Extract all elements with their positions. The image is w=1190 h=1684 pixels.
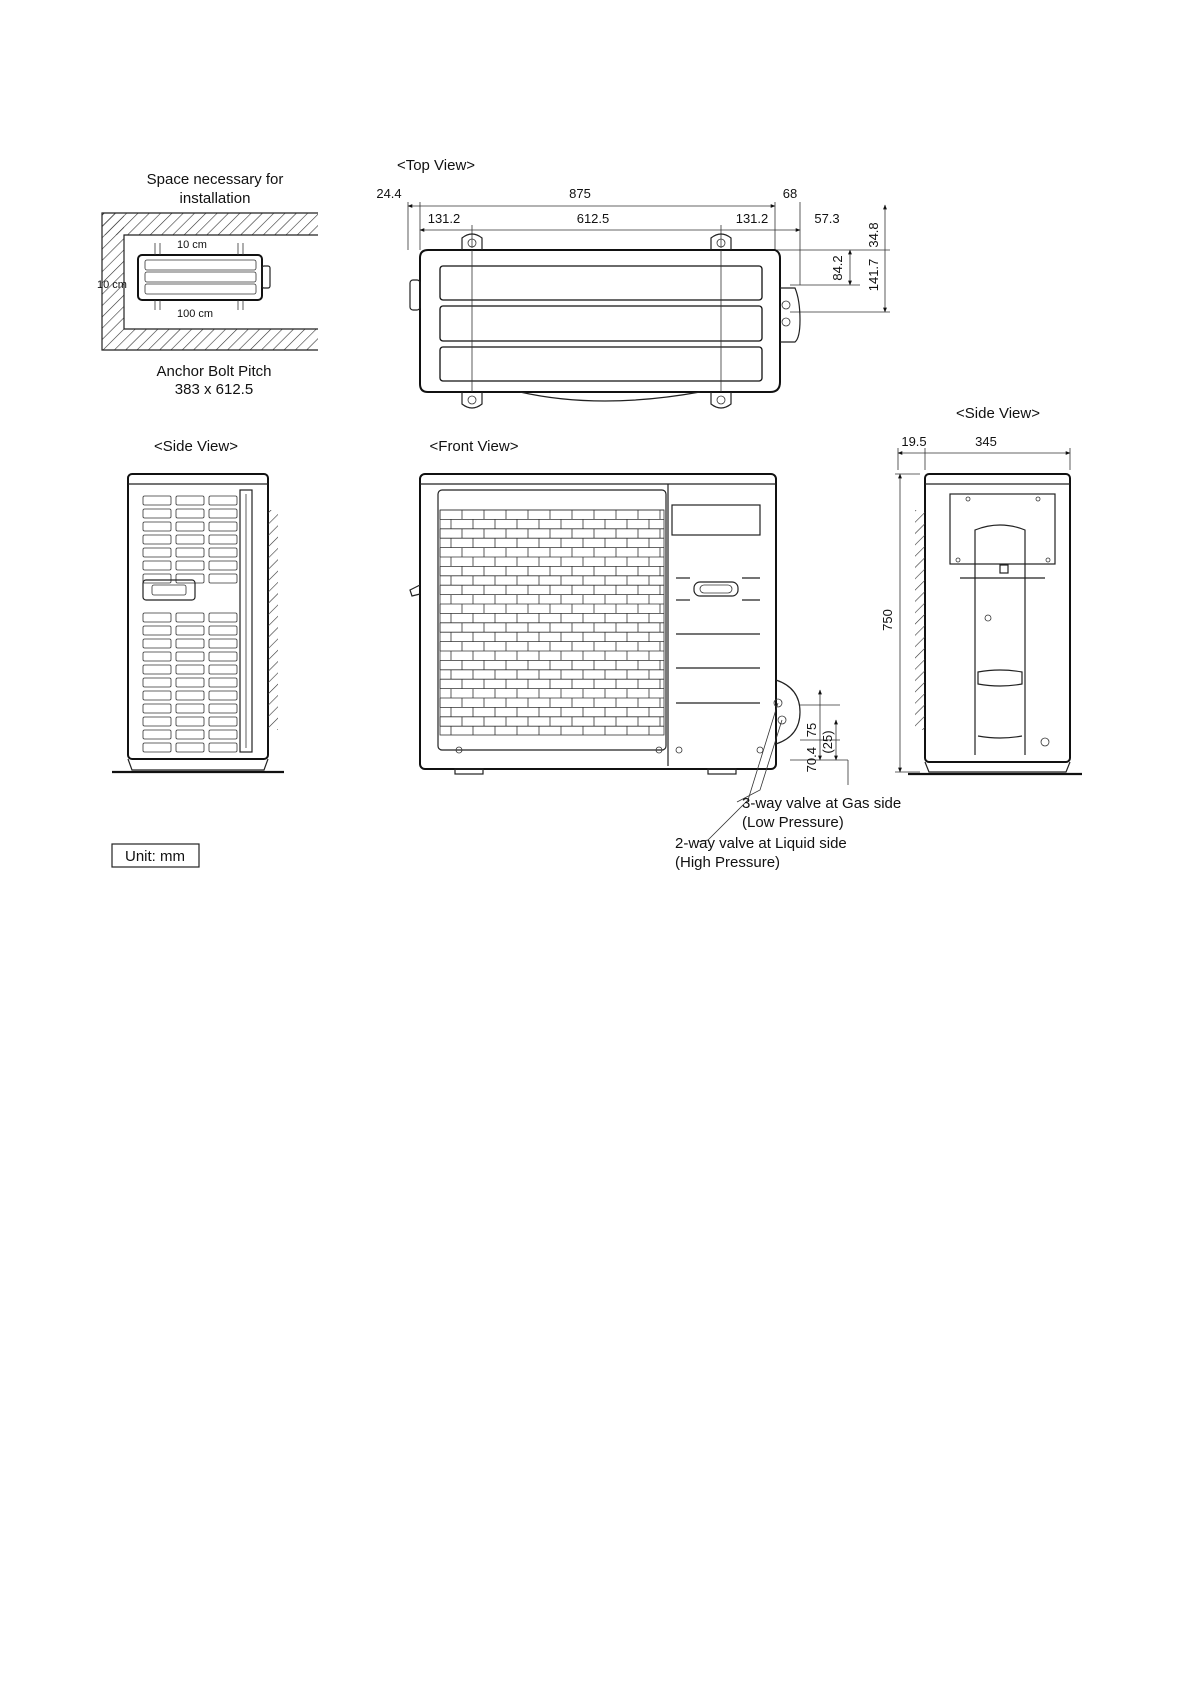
- installation-space-diagram: Space necessary for installation 10 cm 1…: [97, 171, 318, 398]
- dim-height: 750: [880, 609, 895, 631]
- unit-legend: Unit: mm: [112, 844, 199, 867]
- dim-v-total: 141.7: [866, 259, 881, 292]
- dim-right-pitch: 131.2: [736, 211, 769, 226]
- side-view-left-body: [128, 474, 268, 759]
- anchor-title: Anchor Bolt Pitch: [156, 363, 271, 380]
- left-clearance-label: 10 cm: [97, 279, 127, 291]
- front-view: <Front View> 75 70.4: [410, 438, 901, 871]
- side-view-left: <Side View>: [112, 438, 284, 772]
- dim-total-width: 875: [569, 186, 591, 201]
- space-title-line2: installation: [180, 190, 251, 207]
- dim-left-offset: 24.4: [376, 186, 401, 201]
- dim-valve-h2: 70.4: [804, 747, 819, 772]
- dim-valve-h1: 75: [804, 723, 819, 737]
- front-limit-hatch: [124, 329, 318, 350]
- dim-bolt-pitch: 612.5: [577, 211, 610, 226]
- dim-right-offset: 57.3: [814, 211, 839, 226]
- dim-valve-h3: (25): [820, 730, 835, 753]
- liquid-valve-pressure: (High Pressure): [675, 854, 780, 871]
- unit-plan: [138, 255, 262, 300]
- front-view-title: <Front View>: [430, 438, 519, 455]
- liquid-valve-label: 2-way valve at Liquid side: [675, 835, 847, 852]
- dim-v-mid: 84.2: [830, 255, 845, 280]
- side-view-right-body: [925, 474, 1070, 762]
- top-view-title: <Top View>: [397, 157, 475, 174]
- gas-valve-label: 3-way valve at Gas side: [742, 795, 901, 812]
- dim-depth-offset: 19.5: [901, 434, 926, 449]
- dim-depth: 345: [975, 434, 997, 449]
- dim-left-pitch: 131.2: [428, 211, 461, 226]
- anchor-pitch: 383 x 612.5: [175, 381, 253, 398]
- space-title-line1: Space necessary for: [147, 171, 284, 188]
- side-view-left-title: <Side View>: [154, 438, 238, 455]
- side-view-right-title: <Side View>: [956, 405, 1040, 422]
- side-view-right: <Side View> 19.5 345 750: [880, 405, 1082, 774]
- top-view: <Top View> 24.4 875 68 131.2 612.5 131.2…: [376, 157, 890, 408]
- unit-label: Unit: mm: [125, 848, 185, 865]
- gas-valve-pressure: (Low Pressure): [742, 814, 844, 831]
- top-clearance-label: 10 cm: [177, 239, 207, 251]
- dim-v-top: 34.8: [866, 222, 881, 247]
- front-clearance-label: 100 cm: [177, 308, 213, 320]
- rear-wall-hatch: [102, 213, 318, 235]
- dim-right-overhang: 68: [783, 186, 797, 201]
